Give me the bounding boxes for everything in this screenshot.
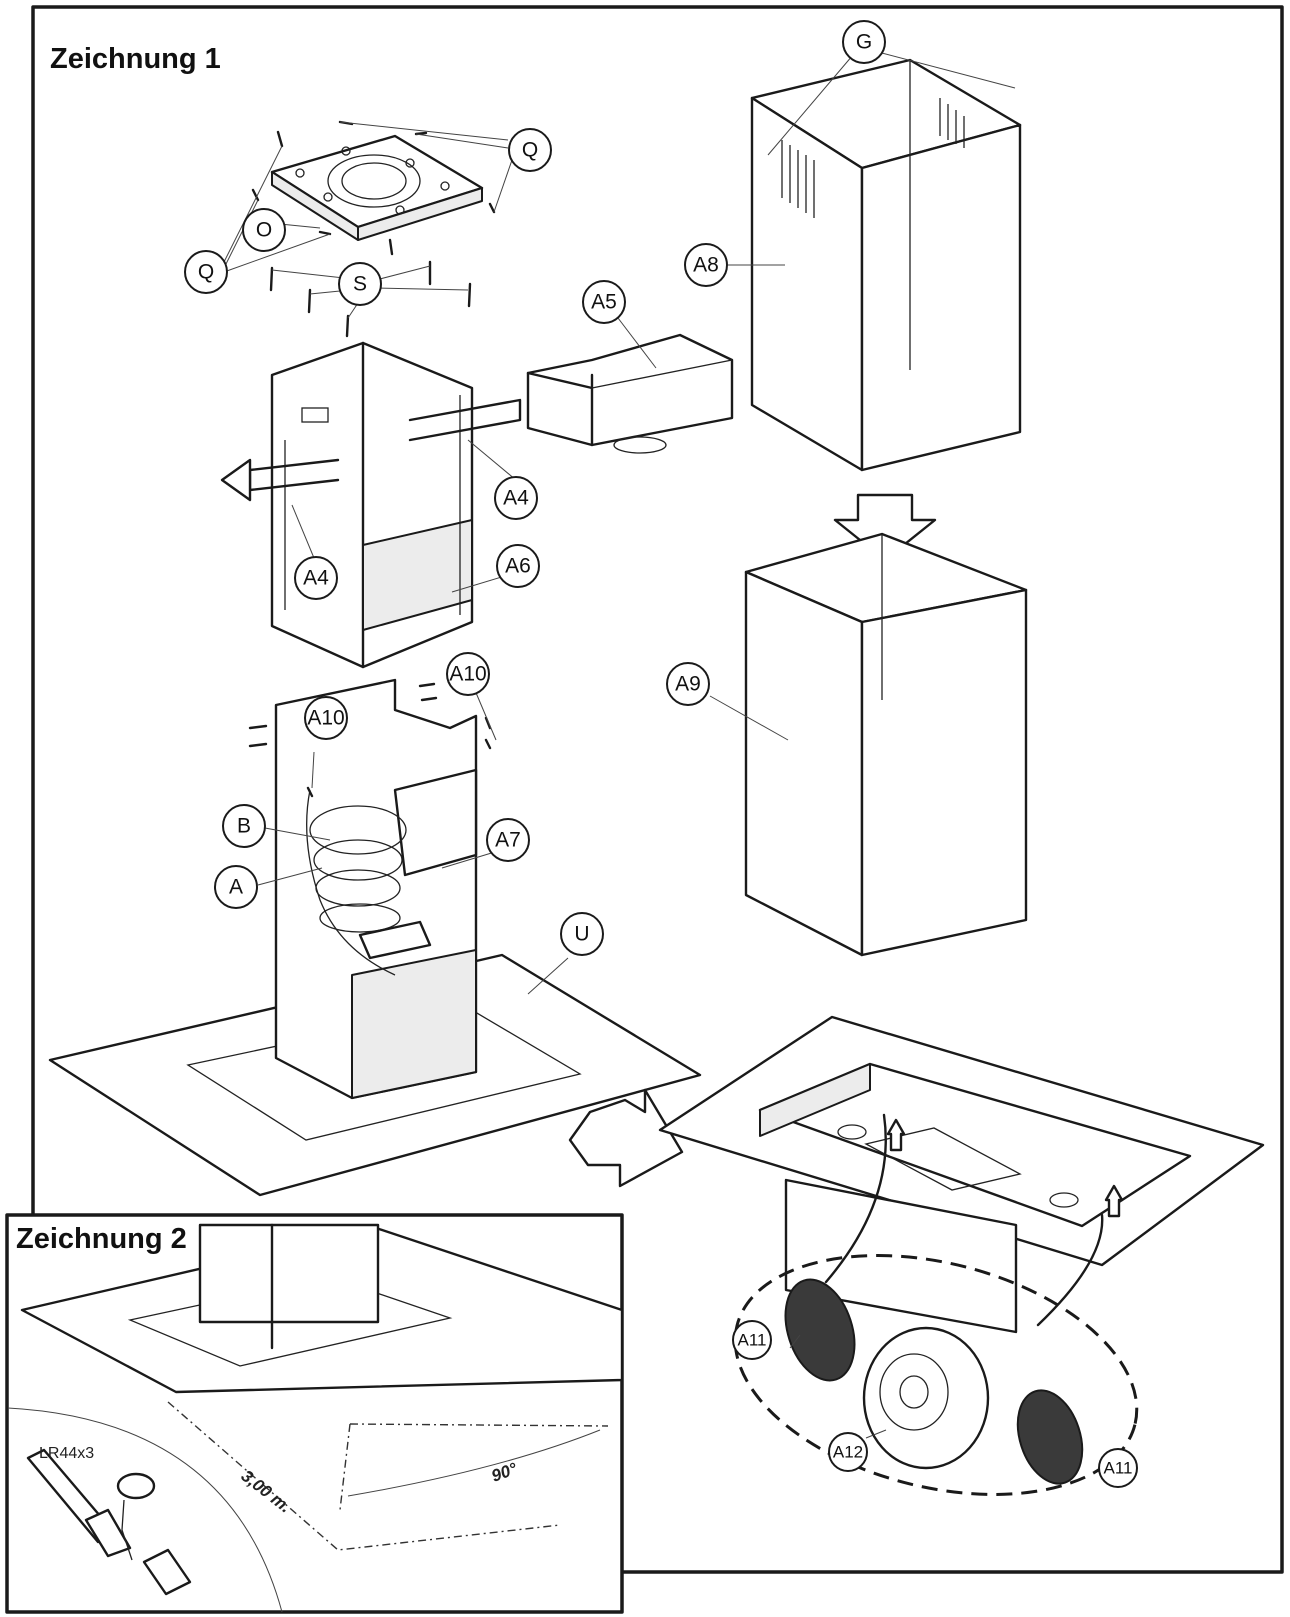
label-A9: A9 xyxy=(666,662,710,706)
svg-text:U: U xyxy=(574,923,589,946)
svg-text:A10: A10 xyxy=(449,663,486,686)
drawing2-inset: Zeichnung 2 3,00 m. 90° LR44x3 xyxy=(5,1213,624,1614)
label-A4-right: A4 xyxy=(494,476,538,520)
svg-text:A8: A8 xyxy=(693,254,719,277)
label-A10-left: A10 xyxy=(304,696,348,740)
svg-text:O: O xyxy=(256,219,272,242)
svg-text:A4: A4 xyxy=(303,567,329,590)
svg-text:A11: A11 xyxy=(1104,1459,1133,1478)
svg-text:Q: Q xyxy=(198,261,214,284)
label-A7: A7 xyxy=(486,818,530,862)
down-arrow xyxy=(833,493,937,562)
svg-text:G: G xyxy=(856,31,872,54)
label-B: B xyxy=(222,804,266,848)
label-S: S xyxy=(338,262,382,306)
label-U: U xyxy=(560,912,604,956)
drawing1-frame xyxy=(31,5,1284,1574)
right-arrow xyxy=(568,1088,684,1188)
label-A8: A8 xyxy=(684,243,728,287)
label-A12: A12 xyxy=(828,1432,868,1472)
svg-text:A4: A4 xyxy=(503,487,529,510)
label-Q-top: Q xyxy=(508,128,552,172)
hood-body xyxy=(48,678,702,1197)
upper-frame xyxy=(220,341,522,669)
svg-text:A11: A11 xyxy=(738,1331,767,1350)
label-A11-right: A11 xyxy=(1098,1448,1138,1488)
outer-chimney-upper xyxy=(750,58,1022,472)
label-A: A xyxy=(214,865,258,909)
battery-label: LR44x3 xyxy=(39,1445,94,1462)
mounting-plate xyxy=(270,134,484,241)
svg-text:A9: A9 xyxy=(675,673,701,696)
label-A6: A6 xyxy=(496,544,540,588)
label-Q-left: Q xyxy=(184,250,228,294)
label-A4-left: A4 xyxy=(294,556,338,600)
label-A10-right: A10 xyxy=(446,652,490,696)
svg-text:A12: A12 xyxy=(833,1443,863,1462)
label-G: G xyxy=(842,20,886,64)
label-A11-left: A11 xyxy=(732,1320,772,1360)
vent-slots xyxy=(781,98,965,218)
drawing2-title: Zeichnung 2 xyxy=(16,1223,187,1255)
label-A5: A5 xyxy=(582,280,626,324)
outer-chimney-lower xyxy=(744,532,1028,957)
svg-text:A6: A6 xyxy=(505,555,531,578)
svg-text:A5: A5 xyxy=(591,291,617,314)
svg-text:Q: Q xyxy=(522,139,538,162)
duct-adapter xyxy=(526,333,734,454)
svg-text:A: A xyxy=(229,876,243,899)
svg-text:A10: A10 xyxy=(307,707,344,730)
svg-text:S: S xyxy=(353,273,367,296)
hood-bottom-view xyxy=(658,1015,1265,1496)
screws-q-s xyxy=(223,120,513,338)
drawing1-title: Zeichnung 1 xyxy=(50,43,221,75)
screws-a10 xyxy=(248,682,492,798)
svg-text:A7: A7 xyxy=(495,829,521,852)
svg-text:B: B xyxy=(237,815,251,838)
label-O: O xyxy=(242,208,286,252)
callout-lines xyxy=(257,41,1016,1439)
